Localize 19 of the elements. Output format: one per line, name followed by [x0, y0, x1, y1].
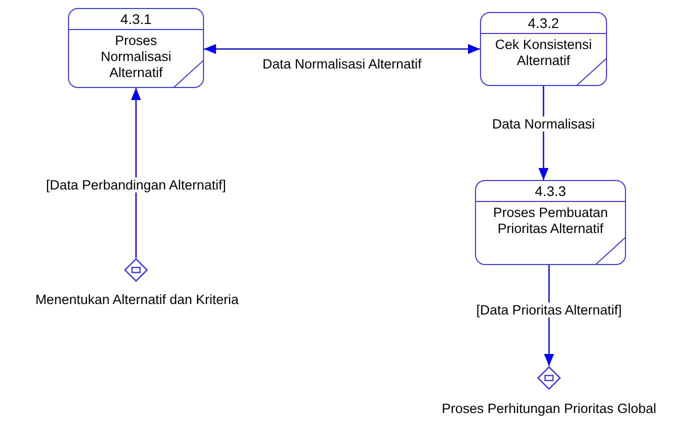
- process-box: [480, 12, 607, 86]
- process-name: Proses Pembuatan Prioritas Alternatif: [492, 205, 609, 237]
- process-number: 4.3.2: [526, 15, 560, 31]
- off-page-connector: [537, 366, 561, 390]
- arrow: [204, 44, 480, 54]
- edge-label: [Data Prioritas Alternatif]: [475, 302, 623, 317]
- process-name: Cek Konsistensi Alternatif: [495, 37, 592, 69]
- edge-label: Data Normalisasi Alternatif: [261, 56, 423, 72]
- node-caption: Menentukan Alternatif dan Kriteria: [35, 292, 239, 307]
- process-box: [68, 8, 204, 88]
- process-number: 4.3.1: [119, 11, 153, 27]
- arrow: [131, 88, 141, 258]
- off-page-connector: [124, 258, 148, 282]
- node-caption: Proses Perhitungan Prioritas Global: [442, 401, 656, 416]
- process-name: Proses Normalisasi Alternatif: [100, 33, 172, 81]
- process-number: 4.3.3: [534, 183, 568, 199]
- edge-label: [Data Perbandingan Alternatif]: [44, 178, 228, 192]
- edge-label: Data Normalisasi: [491, 116, 596, 132]
- process-box: [475, 180, 626, 265]
